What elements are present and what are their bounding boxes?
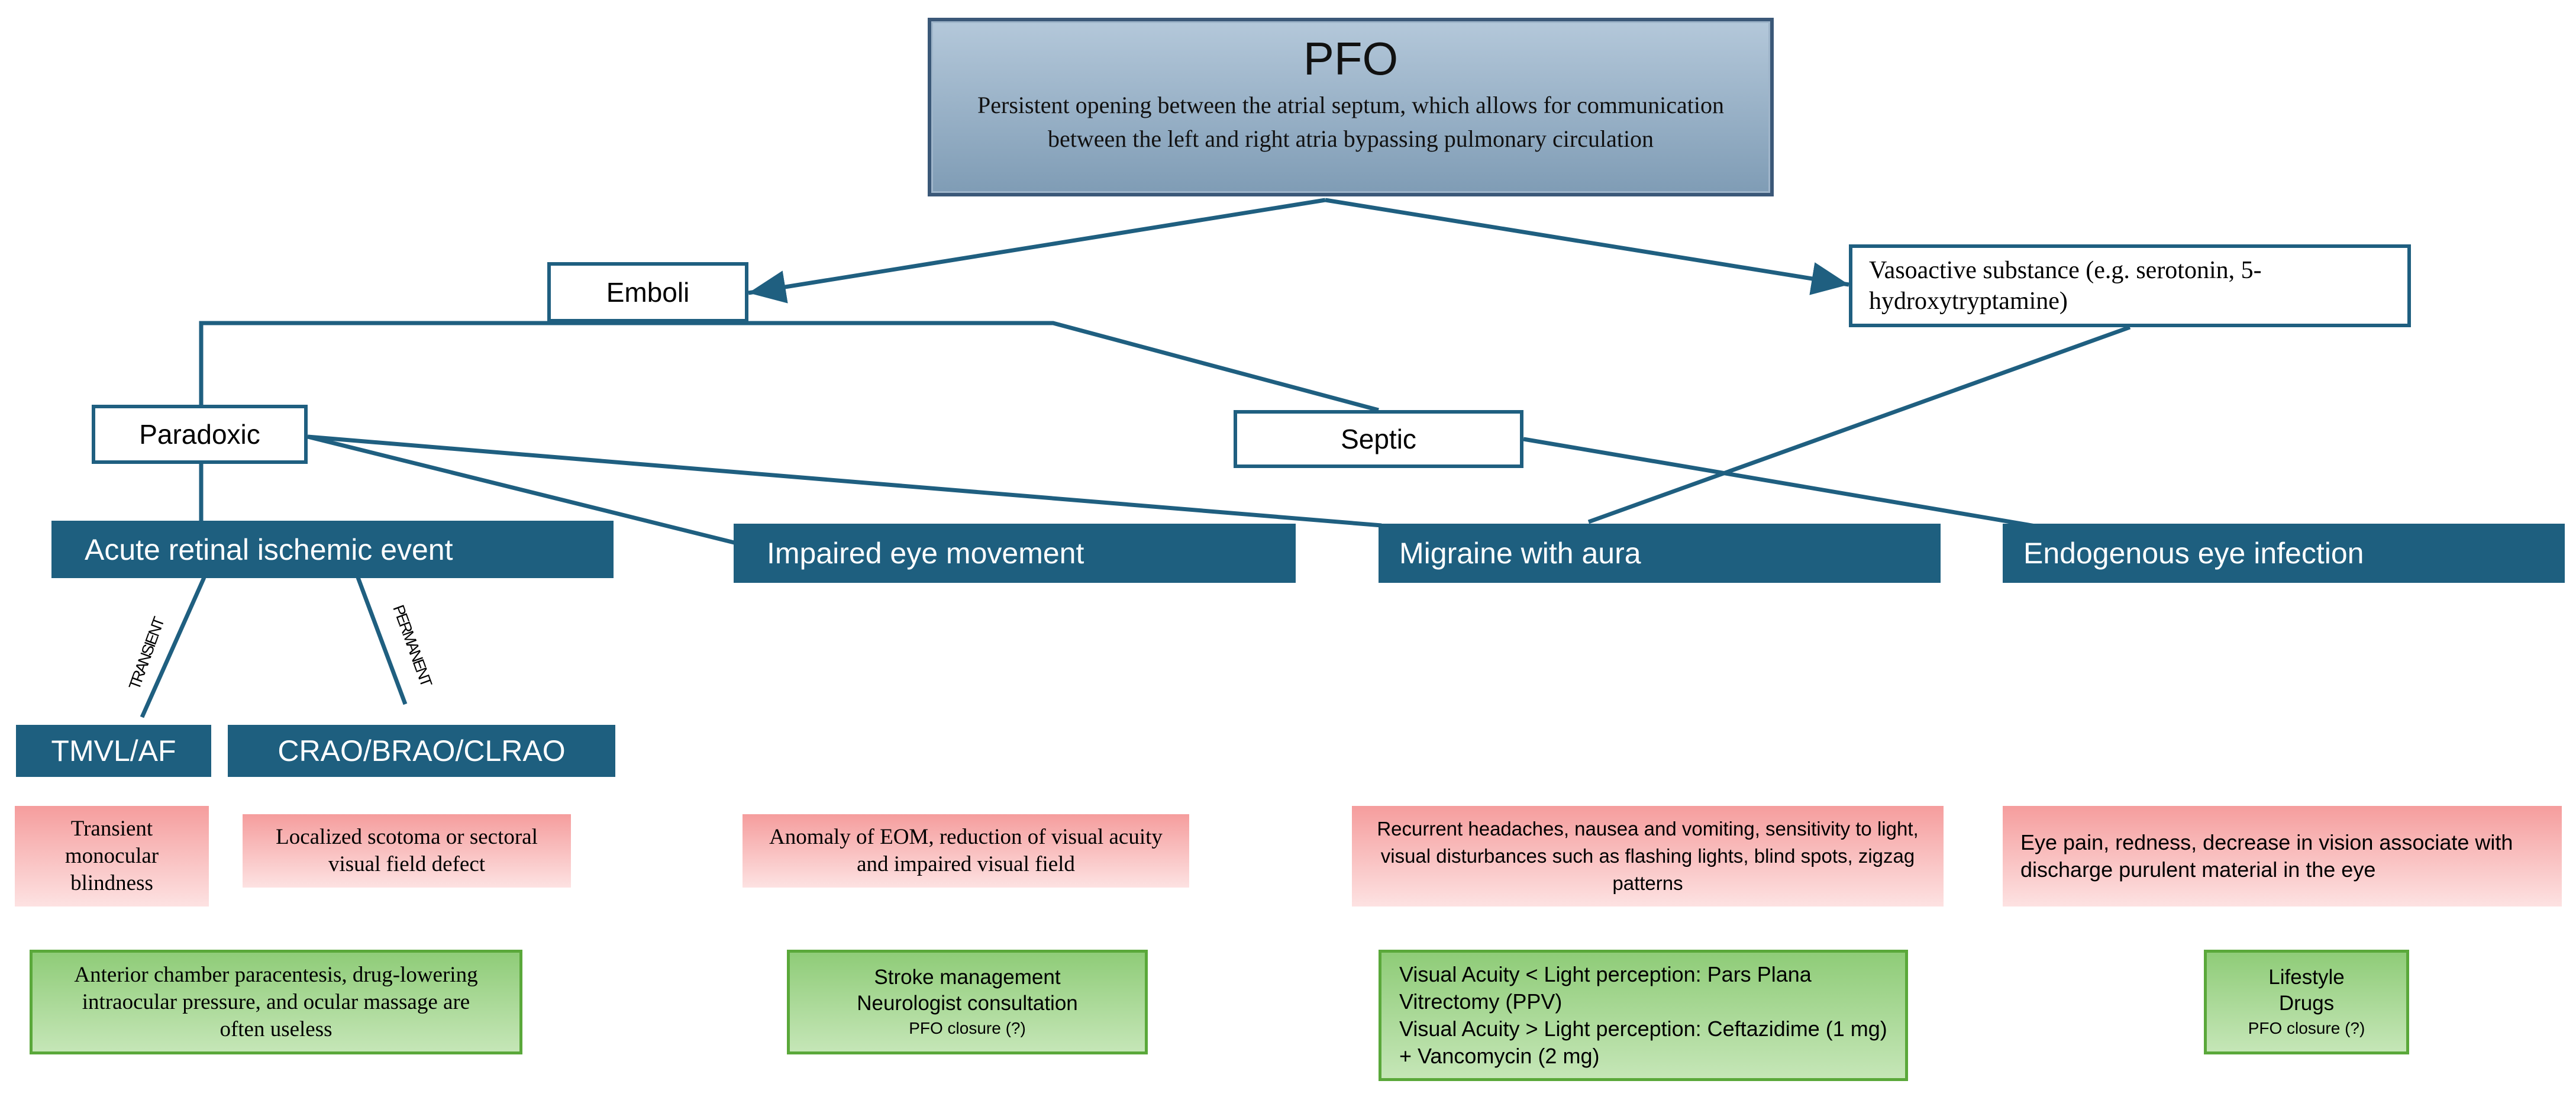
- crao-node: CRAO/BRAO/CLRAO: [228, 725, 615, 777]
- treatment-stroke-management: Stroke management: [874, 965, 1061, 989]
- treatment-pfo-closure: PFO closure (?): [909, 1018, 1026, 1037]
- line-emboli-to-septic: [547, 321, 1379, 412]
- vasoactive-node: Vasoactive substance (e.g. serotonin, 5-…: [1849, 244, 2411, 327]
- arrow-pfo-to-vasoactive: [1325, 198, 1849, 295]
- arrow-pfo-to-emboli: [748, 198, 1326, 304]
- treatment-neurologist-consultation: Neurologist consultation: [857, 991, 1078, 1015]
- migraine-treatment-box: Visual Acuity < Light perception: Pars P…: [1379, 950, 1908, 1081]
- infection-node: Endogenous eye infection: [2003, 524, 2565, 583]
- retinal-ischemic-node: Acute retinal ischemic event: [51, 521, 614, 578]
- pfo-root-node: PFO Persistent opening between the atria…: [928, 18, 1774, 196]
- crao-symptom-box: Localized scotoma or sectoral visual fie…: [243, 814, 571, 888]
- migraine-symptom-box: Recurrent headaches, nausea and vomiting…: [1352, 806, 1944, 907]
- line-paradoxic-to-migraine: [307, 434, 1382, 528]
- emboli-node: Emboli: [547, 262, 748, 322]
- infection-symptom-box: Eye pain, redness, decrease in vision as…: [2003, 806, 2562, 907]
- pfo-title: PFO: [1303, 33, 1399, 85]
- line-retinal-to-crao: [356, 576, 408, 705]
- treatment-drugs: Drugs: [2278, 991, 2335, 1015]
- pfo-definition: Persistent opening between the atrial se…: [977, 92, 1724, 152]
- line-paradoxic-to-eye-movement: [307, 434, 737, 546]
- line-retinal-to-tmvl: [140, 576, 206, 718]
- treatment-ppv: Visual Acuity < Light perception: Pars P…: [1399, 962, 1812, 1014]
- tmvl-symptom-box: Transient monocular blindness: [15, 806, 209, 907]
- tmvl-node: TMVL/AF: [16, 725, 211, 777]
- line-vasoactive-to-migraine: [1587, 325, 2131, 524]
- treatment-antibiotics: Visual Acuity > Light perception: Ceftaz…: [1399, 1017, 1887, 1068]
- eye-movement-treatment-box: Stroke management Neurologist consultati…: [787, 950, 1148, 1054]
- infection-treatment-box: Lifestyle Drugs PFO closure (?): [2204, 950, 2409, 1054]
- paradoxic-node: Paradoxic: [92, 405, 308, 464]
- eye-movement-node: Impaired eye movement: [734, 524, 1296, 583]
- treatment-lifestyle: Lifestyle: [2268, 965, 2345, 989]
- treatment-pfo-closure-2: PFO closure (?): [2248, 1018, 2365, 1037]
- eye-movement-symptom-box: Anomaly of EOM, reduction of visual acui…: [743, 814, 1189, 888]
- line-septic-to-infection: [1523, 437, 2095, 538]
- retinal-treatment-box: Anterior chamber paracentesis, drug-lowe…: [30, 950, 522, 1054]
- migraine-node: Migraine with aura: [1379, 524, 1941, 583]
- septic-node: Septic: [1234, 410, 1523, 468]
- line-emboli-to-paradoxic: [199, 321, 547, 405]
